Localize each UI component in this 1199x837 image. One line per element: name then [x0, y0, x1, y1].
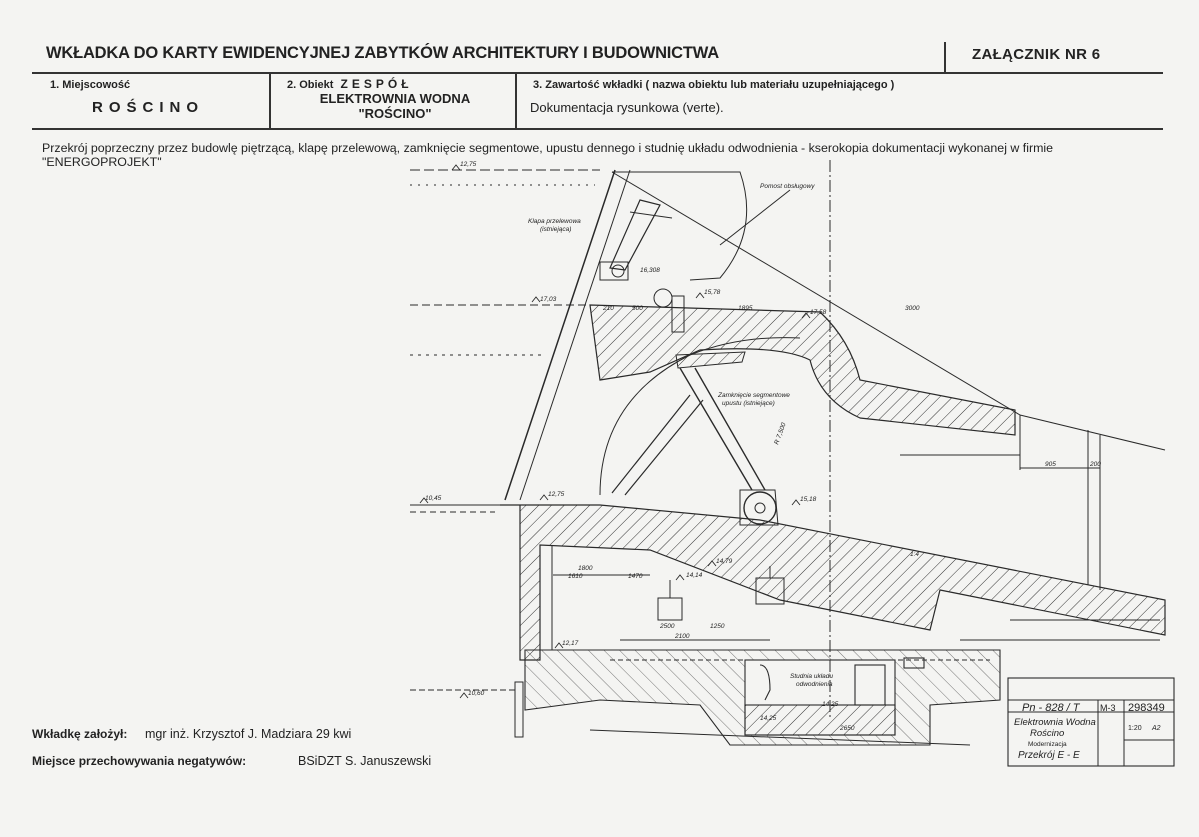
dimension-label: 210: [602, 305, 614, 312]
well-label-sub: odwodnienia: [796, 681, 833, 688]
gate-label: Klapa przelewowa: [528, 218, 581, 225]
level-label: 10,45: [425, 495, 442, 502]
weir-deck: [589, 304, 1016, 436]
level-label: 14,79: [716, 558, 733, 565]
dimension-label: 1470: [628, 573, 643, 580]
drawing-description: Przekrój poprzeczny przez budowlę piętrz…: [42, 141, 1054, 169]
level-label: 17,58: [810, 309, 827, 316]
level-label: 14,14: [686, 572, 703, 579]
author-value: mgr inż. Krzysztof J. Madziara 29 kwi: [145, 727, 352, 741]
table-divider-1: [269, 72, 271, 130]
bridge-label: Pomost obsługowy: [760, 183, 815, 190]
foundation-slab: [500, 504, 1166, 661]
dimension-label: 2100: [674, 633, 690, 640]
dimension-label: 2650: [839, 725, 855, 732]
place-value: ROŚCINO: [92, 99, 205, 116]
drawing-name-1: Elektrownia Wodna: [1014, 717, 1096, 728]
object-name-line2: "ROŚCINO": [358, 106, 432, 121]
dimension-label: 1800: [578, 565, 593, 572]
table-divider-2: [515, 72, 517, 130]
header-rule: [32, 72, 1163, 74]
radius-label: R 7,500: [773, 422, 787, 446]
level-label: 15,78: [704, 289, 721, 296]
drawing-number: 298349: [1128, 702, 1165, 714]
dimension-label: 2500: [659, 623, 675, 630]
segment-label: Zamknięcie segmentowe: [717, 392, 790, 399]
storage-value: BSiDZT S. Januszewski: [298, 754, 432, 768]
level-label: 12,75: [460, 161, 477, 168]
annex-number: ZAŁĄCZNIK NR 6: [972, 46, 1101, 63]
well-label: Studnia układu: [790, 673, 833, 680]
level-label: 12,17: [562, 640, 579, 647]
object-label-emph: ZESPÓŁ: [340, 77, 413, 91]
dimension-label: 500: [632, 305, 643, 312]
drawing-title-block: Pn - 828 / T M-3 298349 Elektrownia Wodn…: [1007, 677, 1175, 767]
dimension-label: 3000: [905, 305, 920, 312]
drawing-subtitle: Modernizacja: [1028, 741, 1067, 748]
level-label: 16,308: [640, 267, 660, 274]
drawing-sheet: M-3: [1100, 703, 1116, 713]
level-label: 17,03: [540, 296, 557, 303]
object-label: 2. Obiekt ZESPÓŁ: [287, 77, 413, 91]
segment-label-sub: upustu (istniejące): [722, 400, 775, 407]
drawing-section: Przekrój E - E: [1018, 750, 1080, 761]
drawing-format: A2: [1151, 725, 1161, 732]
dimension-label: 1895: [738, 305, 753, 312]
content-value: Dokumentacja rysunkowa (verte).: [530, 100, 724, 115]
object-name-line1: ELEKTROWNIA WODNA: [319, 91, 471, 106]
dimension-label: 1:4: [910, 551, 919, 558]
author-label: Wkładkę założył:: [32, 727, 128, 741]
drawing-code: Pn - 828 / T: [1022, 702, 1081, 714]
drawing-name-2: Rościno: [1030, 728, 1064, 739]
level-label: 14,25: [760, 715, 777, 722]
dimension-label: 200: [1089, 461, 1101, 468]
content-label: 3. Zawartość wkładki ( nazwa obiektu lub…: [533, 79, 895, 91]
header-divider: [944, 42, 946, 72]
dimension-label: 905: [1045, 461, 1056, 468]
drawing-scale: 1:20: [1128, 725, 1142, 732]
place-label: 1. Miejscowość: [50, 79, 131, 91]
storage-label: Miejsce przechowywania negatywów:: [32, 754, 247, 768]
table-bottom-rule: [32, 128, 1163, 130]
card-title: WKŁADKA DO KARTY EWIDENCYJNEJ ZABYTKÓW A…: [46, 44, 719, 62]
level-label: 15,18: [800, 496, 817, 503]
dimension-label: 1610: [568, 573, 583, 580]
level-label: 14,25: [822, 701, 839, 708]
level-label: 10,60: [468, 690, 485, 697]
gate-label-sub: (istniejąca): [540, 226, 571, 233]
object-label-text: 2. Obiekt: [287, 79, 334, 91]
level-label: 12,75: [548, 491, 565, 498]
dimension-label: 1250: [710, 623, 725, 630]
